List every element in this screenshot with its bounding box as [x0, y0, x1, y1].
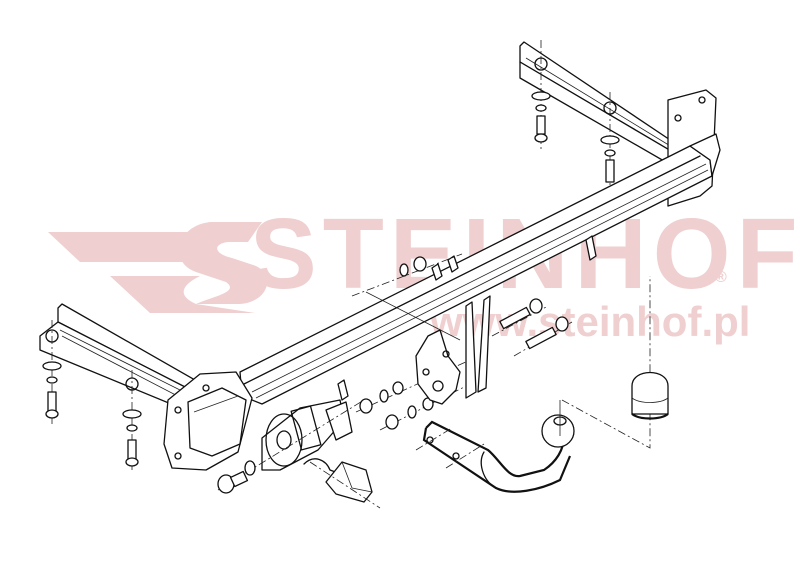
socket-plate: [217, 399, 365, 494]
ball-cap: [631, 372, 669, 420]
crossbar: [239, 133, 721, 405]
left-side-bracket: [39, 303, 253, 471]
electrical-socket: [303, 458, 381, 509]
watermark-registered-mark: ®: [715, 269, 729, 286]
hitch-bracket: [415, 295, 491, 405]
tow-ball-neck: [415, 276, 651, 493]
fastener-set: [351, 253, 573, 431]
